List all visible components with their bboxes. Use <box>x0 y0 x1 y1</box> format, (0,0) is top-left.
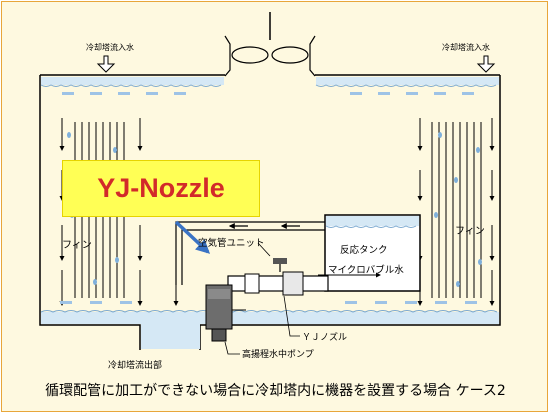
inflow-arrow-right <box>476 55 496 73</box>
callout-text: YJ-Nozzle <box>97 173 225 203</box>
inflow-arrow-left <box>96 55 116 73</box>
label-inflow-right: 冷却塔流入水 <box>442 42 490 52</box>
label-reaction-tank: 反応タンク <box>340 244 388 256</box>
label-inflow-left: 冷却塔流入水 <box>86 42 134 52</box>
label-pump: 高揚程水中ポンプ <box>242 348 314 360</box>
fan-blade-left <box>231 46 269 64</box>
discharge-pipe <box>227 258 381 296</box>
reaction-tank <box>324 214 421 292</box>
fan-housing <box>224 12 316 77</box>
leader-lines <box>224 242 300 355</box>
fan-blade-right <box>271 46 309 64</box>
submersible-pump <box>205 284 246 342</box>
fin-right <box>431 122 482 298</box>
label-yj-nozzle: ＹＪノズル <box>302 331 347 343</box>
top-water <box>40 77 499 95</box>
figure-caption: 循環配管に加工ができない場合に冷却塔内に機器を設置する場合 ケース2 <box>45 383 506 399</box>
label-fin-left: フィン <box>62 240 92 251</box>
basin-water <box>40 301 499 349</box>
label-fin-right: フィン <box>455 226 485 237</box>
callout-arrow <box>174 220 211 254</box>
label-outflow: 冷却塔流出部 <box>108 359 162 371</box>
label-microbubble: マイクロバブル水 <box>328 264 404 276</box>
yj-nozzle-callout: YJ-Nozzle <box>62 160 260 217</box>
label-air-unit: 空気管ユニット <box>198 237 265 249</box>
